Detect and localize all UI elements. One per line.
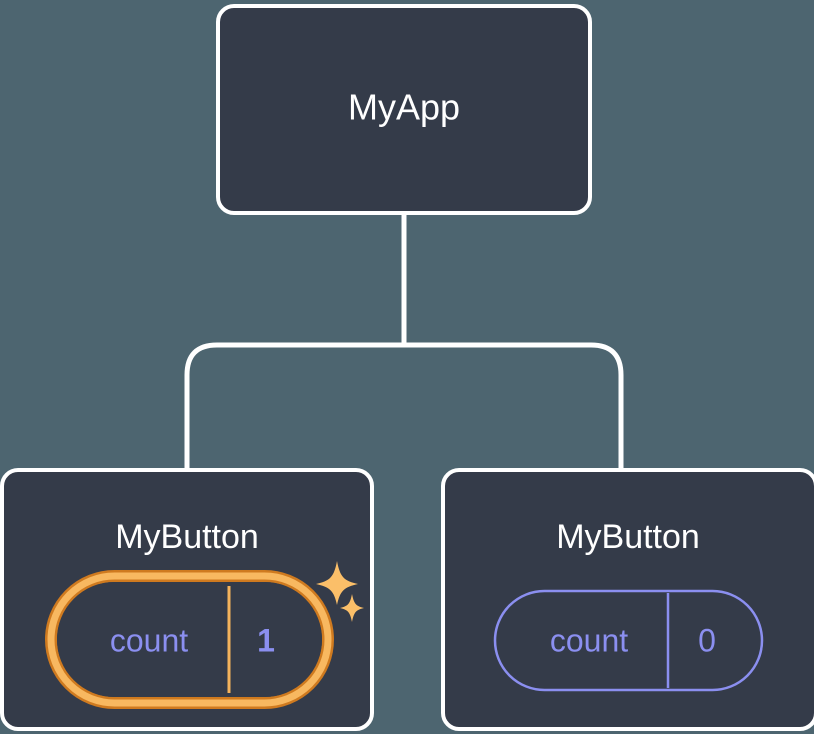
node-child-right[interactable]: MyButton count 0 <box>441 468 814 731</box>
node-child-left[interactable]: MyButton count 1 <box>0 468 374 731</box>
state-pill-right-key: count <box>550 622 628 658</box>
node-child-left-title: MyButton <box>115 518 259 556</box>
sparkle-small-icon <box>340 594 364 622</box>
state-pill-left-key: count <box>110 622 188 658</box>
state-pill-right[interactable]: count 0 <box>493 589 764 692</box>
node-child-right-card[interactable] <box>441 468 814 731</box>
sparkle-group-left <box>316 561 364 622</box>
state-pill-right-outline <box>493 589 764 692</box>
state-pill-left-body <box>57 582 322 697</box>
sparkle-large-icon <box>316 561 358 605</box>
node-child-right-title: MyButton <box>556 518 700 556</box>
node-root-title: MyApp <box>348 87 460 128</box>
connector-group <box>184 213 624 470</box>
node-root-card[interactable] <box>216 4 592 215</box>
state-pill-left[interactable]: count 1 <box>45 570 334 709</box>
state-pill-left-value: 1 <box>257 622 275 658</box>
node-root[interactable]: MyApp <box>216 4 592 215</box>
state-pill-right-value: 0 <box>698 622 716 658</box>
connector-branch-bar <box>184 342 624 470</box>
state-pill-left-inner-ring <box>47 572 332 707</box>
